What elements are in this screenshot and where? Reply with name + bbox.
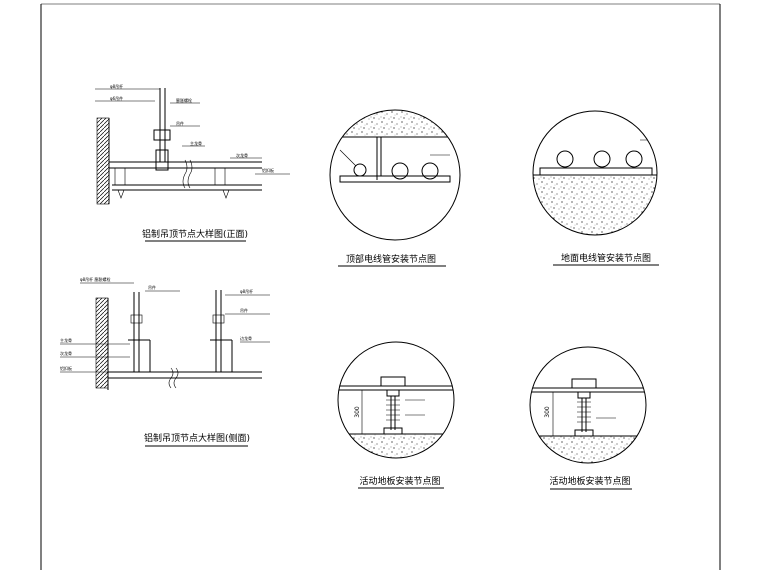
ceiling-elevation-front: φ8吊杆 φ6吊件 膨胀螺栓 吊件 主龙骨 次龙骨 铝扣板 [95,83,290,205]
svg-text:铝扣板: 铝扣板 [262,167,274,173]
caption-top-pipe-detail: 顶部电线管安装节点图 [346,253,436,265]
top-pipe-detail-circle [329,109,461,241]
sheet-border [40,3,721,570]
caption-ceiling-elevation-front: 铝制吊顶节点大样图(正面) [142,228,248,240]
svg-text:膨胀螺栓: 膨胀螺栓 [176,97,192,103]
raised-floor-detail-circle-1: 300 [337,341,455,459]
svg-text:铝扣板: 铝扣板 [60,365,72,371]
caption-raised-floor-detail-2: 活动地板安装节点图 [549,475,630,487]
svg-text:φ8吊杆: φ8吊杆 [110,83,123,89]
svg-text:次龙骨: 次龙骨 [236,152,248,158]
svg-text:吊件: 吊件 [240,307,248,313]
svg-text:吊件: 吊件 [176,120,184,126]
svg-text:主龙骨: 主龙骨 [190,140,202,146]
svg-text:边龙骨: 边龙骨 [240,335,252,341]
svg-text:吊件: 吊件 [148,284,156,290]
svg-text:次龙骨: 次龙骨 [60,350,72,356]
caption-floor-pipe-detail: 地面电线管安装节点图 [561,252,651,264]
caption-ceiling-elevation-side: 铝制吊顶节点大样图(侧面) [144,432,250,444]
caption-raised-floor-detail-1: 活动地板安装节点图 [359,475,440,487]
svg-text:φ6吊件: φ6吊件 [110,95,123,101]
raised-floor-detail-circle-2: 300 [529,346,647,464]
dimension-label-raised-floor-1: 300 [354,406,361,418]
svg-text:φ8吊杆: φ8吊杆 [240,288,253,294]
floor-pipe-detail-circle [532,110,658,236]
svg-text:φ8吊杆 膨胀螺栓: φ8吊杆 膨胀螺栓 [80,276,110,282]
dimension-label-raised-floor-2: 300 [544,406,551,418]
svg-text:主龙骨: 主龙骨 [60,337,72,343]
ceiling-elevation-side: φ8吊杆 膨胀螺栓 吊件 φ8吊杆 吊件 主龙骨 次龙骨 铝扣板 边龙骨 [60,276,270,390]
